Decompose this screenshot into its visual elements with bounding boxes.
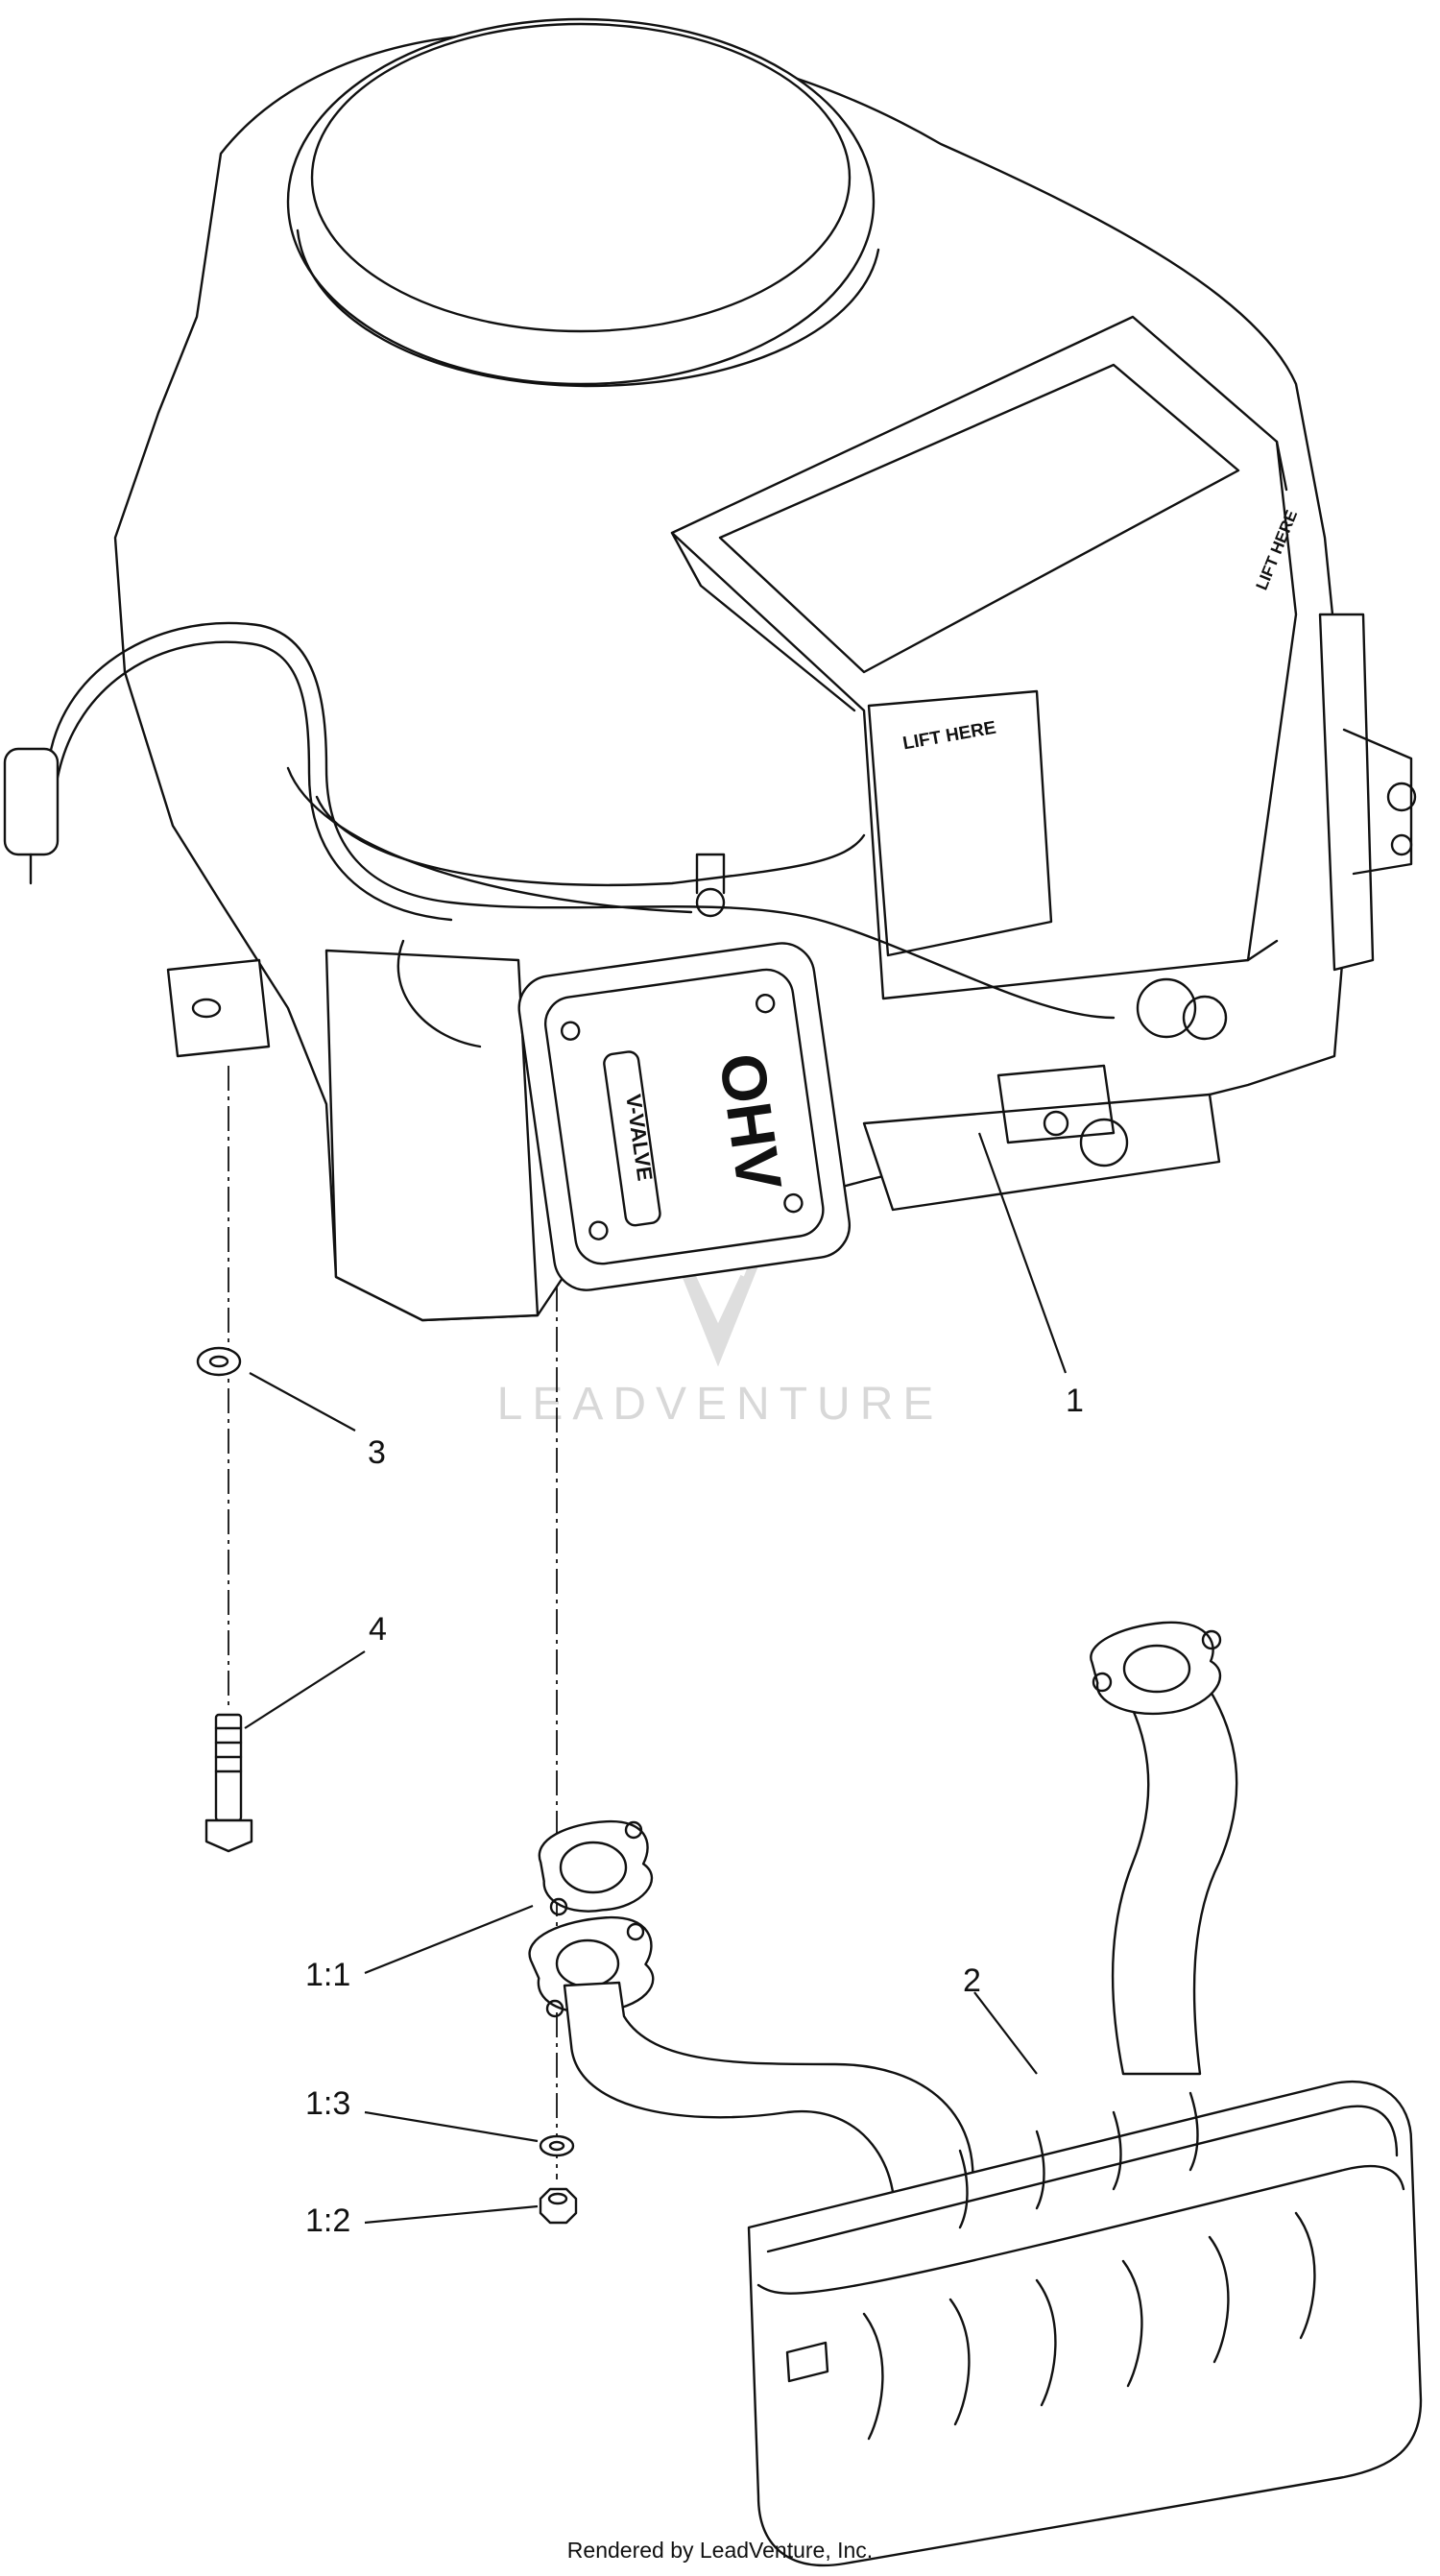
callout-gasket: 1:1 <box>305 1957 350 1993</box>
exhaust-gasket <box>538 1820 654 1916</box>
leader-lock-washer <box>364 2110 539 2143</box>
engine-shroud-edge <box>315 795 866 887</box>
nut <box>539 2187 578 2225</box>
leader-lines <box>244 1132 1068 2225</box>
muffler <box>528 1621 1423 2567</box>
engine-top-cap <box>286 17 876 386</box>
watermark: LEADVENTURE <box>497 1237 944 1430</box>
callout-nut: 1:2 <box>305 2203 350 2239</box>
engine-side-bracket <box>1318 613 1375 972</box>
valve-cover: OHV V-VALVE <box>517 942 852 1291</box>
leader-muffler <box>973 1991 1038 2075</box>
washer <box>196 1346 242 1377</box>
bolt <box>204 1713 253 1853</box>
left-mount-bracket <box>166 958 271 1058</box>
callout-muffler: 2 <box>963 1962 981 1999</box>
leader-nut <box>364 2204 539 2225</box>
engine-top-cap-rim <box>296 229 880 388</box>
callout-engine: 1 <box>1066 1383 1084 1419</box>
engine-lift-cover <box>670 315 1298 1000</box>
callout-lock-washer: 1:3 <box>305 2085 350 2122</box>
lock-washer <box>539 2134 575 2157</box>
leader-bolt <box>244 1650 366 1729</box>
lift-here-tab <box>867 689 1053 957</box>
engine: LIFT HERE LIFT HERE OHV V-VALVE <box>3 17 1417 1322</box>
callouts: 1 3 4 1:1 2 1:3 1:2 <box>305 1383 1084 2239</box>
spark-plug-wire <box>396 939 482 1048</box>
callout-bolt: 4 <box>369 1611 387 1648</box>
leader-engine <box>977 1132 1068 1374</box>
callout-washer: 3 <box>368 1434 386 1471</box>
engine-top-cap-inner <box>310 22 852 333</box>
render-credit: Rendered by LeadVenture, Inc. <box>566 2538 874 2563</box>
engine-mount-plate <box>862 1093 1221 1212</box>
fuel-line <box>46 621 1116 1020</box>
leader-gasket <box>364 1904 534 1975</box>
watermark-text: LEADVENTURE <box>497 1379 944 1430</box>
leader-washer <box>249 1372 356 1432</box>
fuel-filter <box>3 747 60 885</box>
engine-block <box>324 949 540 1322</box>
